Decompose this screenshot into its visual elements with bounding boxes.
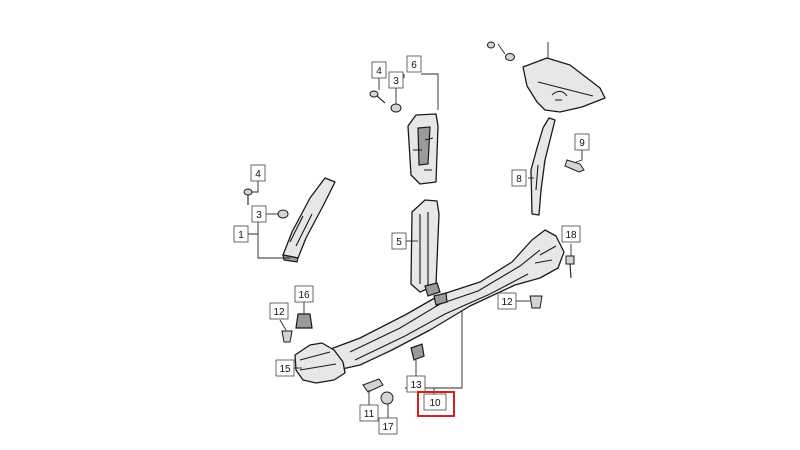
nut-3-left bbox=[277, 209, 289, 219]
label-12-left: 12 bbox=[269, 302, 289, 320]
svg-text:17: 17 bbox=[382, 422, 394, 433]
label-9: 9 bbox=[574, 133, 590, 151]
svg-text:4: 4 bbox=[376, 66, 382, 77]
screw-9 bbox=[564, 159, 585, 173]
label-4-upper: 4 bbox=[371, 61, 387, 79]
svg-text:12: 12 bbox=[501, 297, 513, 308]
svg-text:4: 4 bbox=[255, 169, 261, 180]
screw-top-right-b bbox=[505, 53, 515, 61]
svg-text:18: 18 bbox=[565, 230, 577, 241]
svg-text:6: 6 bbox=[411, 60, 417, 71]
highlight-box-10 bbox=[417, 391, 455, 417]
clip-13 bbox=[410, 343, 425, 361]
label-16: 16 bbox=[294, 285, 314, 303]
svg-text:10: 10 bbox=[429, 398, 441, 409]
nut-3-upper bbox=[390, 103, 402, 113]
part-labels: 1 4 3 4 3 6 5 8 bbox=[233, 55, 590, 435]
front-kick-panel bbox=[294, 342, 346, 384]
label-5: 5 bbox=[391, 232, 407, 250]
bolt-18 bbox=[565, 255, 575, 265]
label-18: 18 bbox=[561, 225, 581, 243]
label-10: 10 bbox=[423, 393, 447, 411]
sill-panel bbox=[327, 229, 565, 370]
fasteners bbox=[243, 41, 585, 405]
label-12-right: 12 bbox=[497, 292, 517, 310]
cap-17 bbox=[380, 391, 394, 405]
clip-12-right bbox=[529, 295, 543, 309]
svg-text:13: 13 bbox=[410, 380, 422, 391]
b-pillar-lower-trim bbox=[410, 199, 441, 297]
label-1: 1 bbox=[233, 225, 249, 243]
svg-text:5: 5 bbox=[396, 237, 402, 248]
screw-top-right-a bbox=[487, 41, 495, 49]
svg-text:9: 9 bbox=[579, 138, 585, 149]
svg-text:16: 16 bbox=[298, 290, 310, 301]
label-13: 13 bbox=[406, 375, 426, 393]
svg-text:12: 12 bbox=[273, 307, 285, 318]
screw-11 bbox=[362, 378, 384, 393]
label-15: 15 bbox=[275, 359, 295, 377]
screw-4-left bbox=[243, 188, 253, 196]
svg-text:8: 8 bbox=[516, 174, 522, 185]
svg-text:11: 11 bbox=[364, 409, 375, 420]
clip-12-left bbox=[281, 330, 293, 343]
label-11: 11 bbox=[359, 404, 379, 422]
svg-text:3: 3 bbox=[393, 76, 399, 87]
a-pillar-trim bbox=[282, 177, 336, 263]
label-6: 6 bbox=[406, 55, 422, 73]
label-3-upper: 3 bbox=[388, 71, 404, 89]
clip-16 bbox=[295, 313, 313, 329]
c-pillar-trim bbox=[522, 57, 606, 113]
label-4-left: 4 bbox=[250, 164, 266, 182]
b-pillar-upper-trim bbox=[407, 113, 439, 185]
screw-4-upper bbox=[369, 90, 379, 98]
label-17: 17 bbox=[378, 417, 398, 435]
rear-trim-strip bbox=[530, 117, 556, 216]
svg-text:1: 1 bbox=[238, 230, 244, 241]
label-8: 8 bbox=[511, 169, 527, 187]
svg-text:15: 15 bbox=[279, 364, 291, 375]
label-3-left: 3 bbox=[251, 205, 267, 223]
svg-text:3: 3 bbox=[256, 210, 262, 221]
